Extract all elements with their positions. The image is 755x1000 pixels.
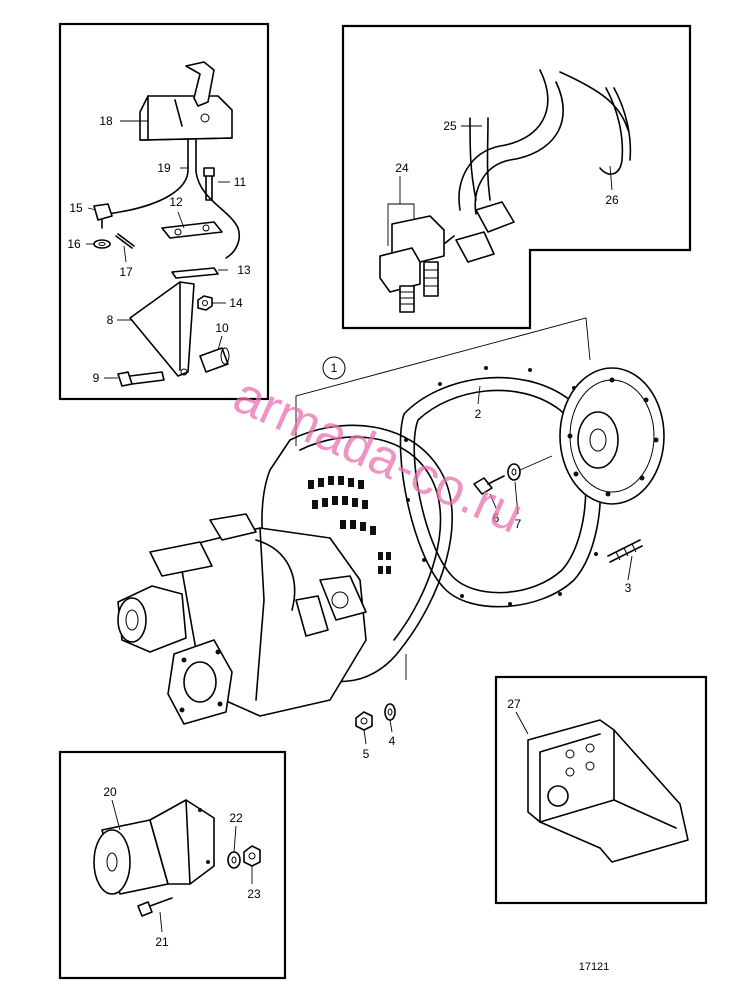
callout-21: 21 [155, 935, 169, 949]
callout-8: 8 [107, 313, 114, 327]
nut-23 [243, 845, 261, 867]
figure-number: 17121 [579, 961, 610, 973]
nut-14 [197, 295, 213, 311]
callout-9: 9 [93, 371, 100, 385]
callout-19: 19 [157, 161, 171, 175]
washer-4 [384, 703, 396, 721]
callout-14: 14 [229, 296, 243, 310]
callout-24: 24 [395, 161, 409, 175]
vent-slots [308, 476, 391, 574]
box-control-lever [58, 22, 270, 401]
callout-2: 2 [475, 407, 482, 421]
callout-23: 23 [247, 887, 261, 901]
callout-16: 16 [67, 237, 81, 251]
callout-27: 27 [507, 697, 521, 711]
callout-5: 5 [363, 747, 370, 761]
callout-13: 13 [237, 263, 251, 277]
washer-7 [507, 455, 553, 481]
box-bracket [494, 675, 708, 905]
callout-7: 7 [515, 517, 522, 531]
callout-12: 12 [169, 195, 183, 209]
callout-1: 1 [331, 361, 338, 375]
pin-17 [115, 233, 135, 249]
callout-1-circle [322, 356, 346, 380]
washer-16 [93, 239, 111, 249]
callout-18: 18 [99, 114, 113, 128]
callout-10: 10 [215, 321, 229, 335]
cable-clamp-12 [161, 221, 223, 239]
oil-filter-20 [93, 799, 215, 895]
output-flange [167, 639, 233, 725]
control-cable [107, 139, 241, 259]
oil-pump [117, 541, 213, 653]
bracket-8 [129, 281, 195, 377]
plate-13 [171, 267, 219, 279]
spacer-10 [199, 347, 230, 373]
control-lever-housing [139, 61, 233, 141]
bolt-6 [473, 475, 505, 495]
callout-15: 15 [69, 201, 83, 215]
callout-25: 25 [443, 119, 457, 133]
bolt-21 [137, 897, 173, 917]
callout-26: 26 [605, 193, 619, 207]
box-oil-filter [58, 750, 287, 980]
callout-3: 3 [625, 581, 632, 595]
hose-clip-26 [599, 87, 632, 175]
washer-22 [227, 851, 241, 869]
callout-17: 17 [119, 265, 133, 279]
leader-lines [86, 120, 633, 933]
bolt-11 [203, 167, 215, 201]
stud-3 [607, 539, 643, 563]
bolt-9 [117, 371, 165, 387]
mounting-bracket-27 [527, 719, 689, 863]
callout-20: 20 [103, 785, 117, 799]
fitting-15 [93, 203, 113, 229]
callout-4: 4 [389, 734, 396, 748]
hose-pair-25 [458, 69, 629, 215]
callout-6: 6 [493, 511, 500, 525]
solenoid-valve-24 [379, 215, 445, 313]
callout-22: 22 [229, 811, 243, 825]
flywheel-disc [559, 367, 665, 505]
box-solenoid-valves [341, 24, 692, 330]
callout-labels: 1 2 3 4 5 6 7 8 9 10 11 12 13 14 15 16 1… [67, 114, 631, 949]
connector-plugs [443, 201, 515, 263]
callout-11: 11 [234, 175, 247, 189]
nut-5 [355, 711, 373, 731]
